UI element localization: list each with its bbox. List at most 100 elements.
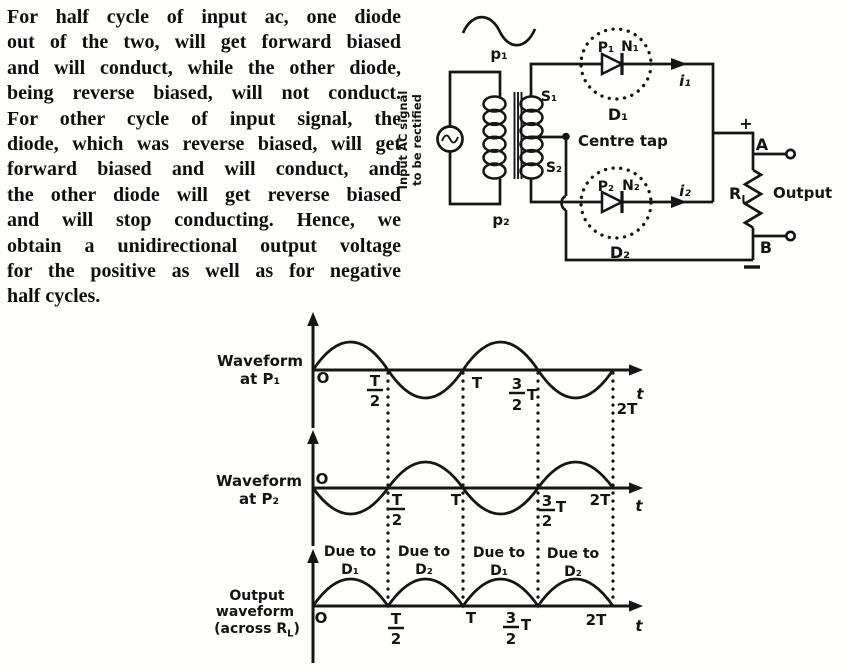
p2-sine-curve (311, 460, 615, 516)
p3-f32-t: T (521, 616, 532, 634)
plot-waveform-p2: Waveform at P₂ O T 2 T 3 2 T 2T t (216, 430, 643, 546)
p3-title-paren: ) (293, 621, 299, 637)
p1-half-num: T (370, 372, 381, 390)
paragraph-line: diode, which was reverse biased, will ge… (7, 133, 401, 156)
p1-x-arrow-icon (629, 364, 643, 376)
label-p1: p₁ (490, 45, 507, 63)
paragraph-line: forward biased and will conduct, and (7, 158, 401, 181)
due-4-line2: D₂ (564, 564, 582, 580)
label-terminal-a: A (756, 135, 769, 154)
label-rl: RL (729, 184, 748, 206)
i2-arrow-icon (671, 196, 687, 208)
p1-f32-num: 3 (512, 375, 522, 393)
p3-half-num: T (391, 610, 402, 628)
sine-wave-icon (461, 15, 537, 47)
p3-title-line3: (across RL) (214, 621, 300, 640)
p1-f32-den: 2 (512, 396, 522, 414)
label-i1: i₁ (679, 72, 691, 90)
secondary-bottom-wire (529, 178, 602, 204)
p2-tick-3T-half: 3 2 T (539, 492, 567, 530)
paragraph-line: half cycles. (7, 285, 101, 308)
d1-dotted-circle (579, 27, 653, 101)
label-d2-p: P₂ (598, 179, 614, 195)
explanation-paragraph: For half cycle of input ac, one diode ou… (7, 5, 401, 310)
p3-tick-t-axis: t (635, 617, 643, 635)
paragraph-line: and will conduct, while the other diode, (7, 56, 401, 79)
p2-title-line1: Waveform (216, 472, 302, 490)
due-1-line2: D₁ (341, 562, 359, 578)
label-d1: D₁ (608, 105, 628, 124)
p1-tick-2T: 2T (617, 400, 638, 418)
p2-f32-num: 3 (542, 492, 552, 510)
primary-coil (482, 95, 507, 180)
paragraph-line: out of the two, will get forward biased (7, 31, 401, 54)
label-i2: i₂ (679, 182, 691, 200)
due-3-line2: D₁ (490, 563, 508, 579)
waveform-diagrams: Waveform at P₁ O T 2 T 3 2 T 2T t (214, 312, 644, 663)
p2-origin: O (316, 470, 329, 488)
d2-triangle (600, 189, 625, 215)
plus-node-wire (713, 131, 755, 170)
p3-title-line2: waveform (216, 604, 294, 620)
p2-f32-t: T (556, 498, 567, 516)
p1-f32-t: T (527, 386, 538, 404)
p3-half-den: 2 (391, 630, 401, 648)
paragraph-line: obtain a unidirectional output voltage (7, 234, 401, 257)
label-plus: + (739, 114, 752, 133)
centre-tap-wire (531, 132, 753, 262)
p1-tick-3T-half: 3 2 T (509, 375, 538, 414)
paragraph-line: and will stop conducting. Hence, we (7, 209, 401, 232)
label-d2: D₂ (610, 243, 630, 262)
p2-half-num: T (392, 491, 403, 509)
p3-origin: O (315, 609, 328, 627)
p1-title-line2: at P₁ (240, 370, 280, 388)
p2-title-line2: at P₂ (239, 490, 279, 508)
p1-tick-T: T (472, 374, 483, 392)
due-4-line1: Due to (547, 546, 600, 562)
p1-title-line1: Waveform (217, 352, 303, 370)
due-2-line1: Due to (398, 544, 451, 560)
p1-tick-T-half: T 2 (367, 372, 383, 410)
label-centre-tap: Centre tap (578, 132, 668, 150)
rl-sub: L (741, 193, 748, 206)
due-3-line1: Due to (473, 545, 526, 561)
plot-output-waveform: Output waveform (across RL) O T 2 T 3 2 … (214, 549, 643, 663)
p3-tick-3T-half: 3 2 T (503, 609, 532, 648)
p2-tick-T: T (451, 491, 462, 509)
p3-title-rl-sub: L (287, 629, 294, 640)
ac-source-icon (436, 125, 464, 153)
paragraph-line: being reverse biased, will not conduct. (7, 82, 401, 105)
p3-title-line1: Output (229, 588, 285, 604)
p1-half-den: 2 (370, 392, 380, 410)
p3-f32-num: 3 (506, 609, 516, 627)
primary-wire-top (448, 70, 502, 127)
input-caption-line1: Input AC signal (396, 91, 410, 190)
label-d1-n: N₁ (621, 39, 639, 55)
label-s2: S₂ (546, 160, 562, 176)
paragraph-line: For other cycle of input signal, the (7, 107, 401, 130)
p2-half-den: 2 (392, 511, 402, 529)
diode-d2 (579, 166, 687, 240)
paragraph-line: For half cycle of input ac, one diode (7, 6, 401, 28)
d1-triangle (600, 51, 625, 77)
input-caption-line2: to be rectified (410, 94, 424, 186)
due-2-line2: D₂ (415, 562, 433, 578)
load-resistor (742, 168, 764, 229)
terminal-b-circle (784, 230, 796, 242)
input-ac-caption: Input AC signal to be rectified (396, 91, 424, 190)
label-terminal-b: B (760, 238, 772, 257)
p1-origin: O (317, 369, 330, 387)
p3-title-across: (across R (214, 621, 287, 637)
due-to-labels: Due to D₁ Due to D₂ Due to D₁ Due to D₂ (324, 544, 600, 580)
p2-tick-t-axis: t (635, 497, 643, 515)
p2-y-arrow-icon (307, 430, 319, 444)
p3-tick-T: T (466, 609, 477, 627)
paragraph-line: the other diode will get reverse biased (7, 183, 401, 206)
label-d2-n: N₂ (622, 178, 640, 194)
p3-tick-2T: 2T (586, 611, 607, 629)
p3-f32-den: 2 (506, 630, 516, 648)
paragraph-line: for the positive as well as for negative (7, 260, 401, 283)
p2-x-arrow-icon (629, 482, 643, 494)
primary-wire-bottom (448, 151, 502, 206)
